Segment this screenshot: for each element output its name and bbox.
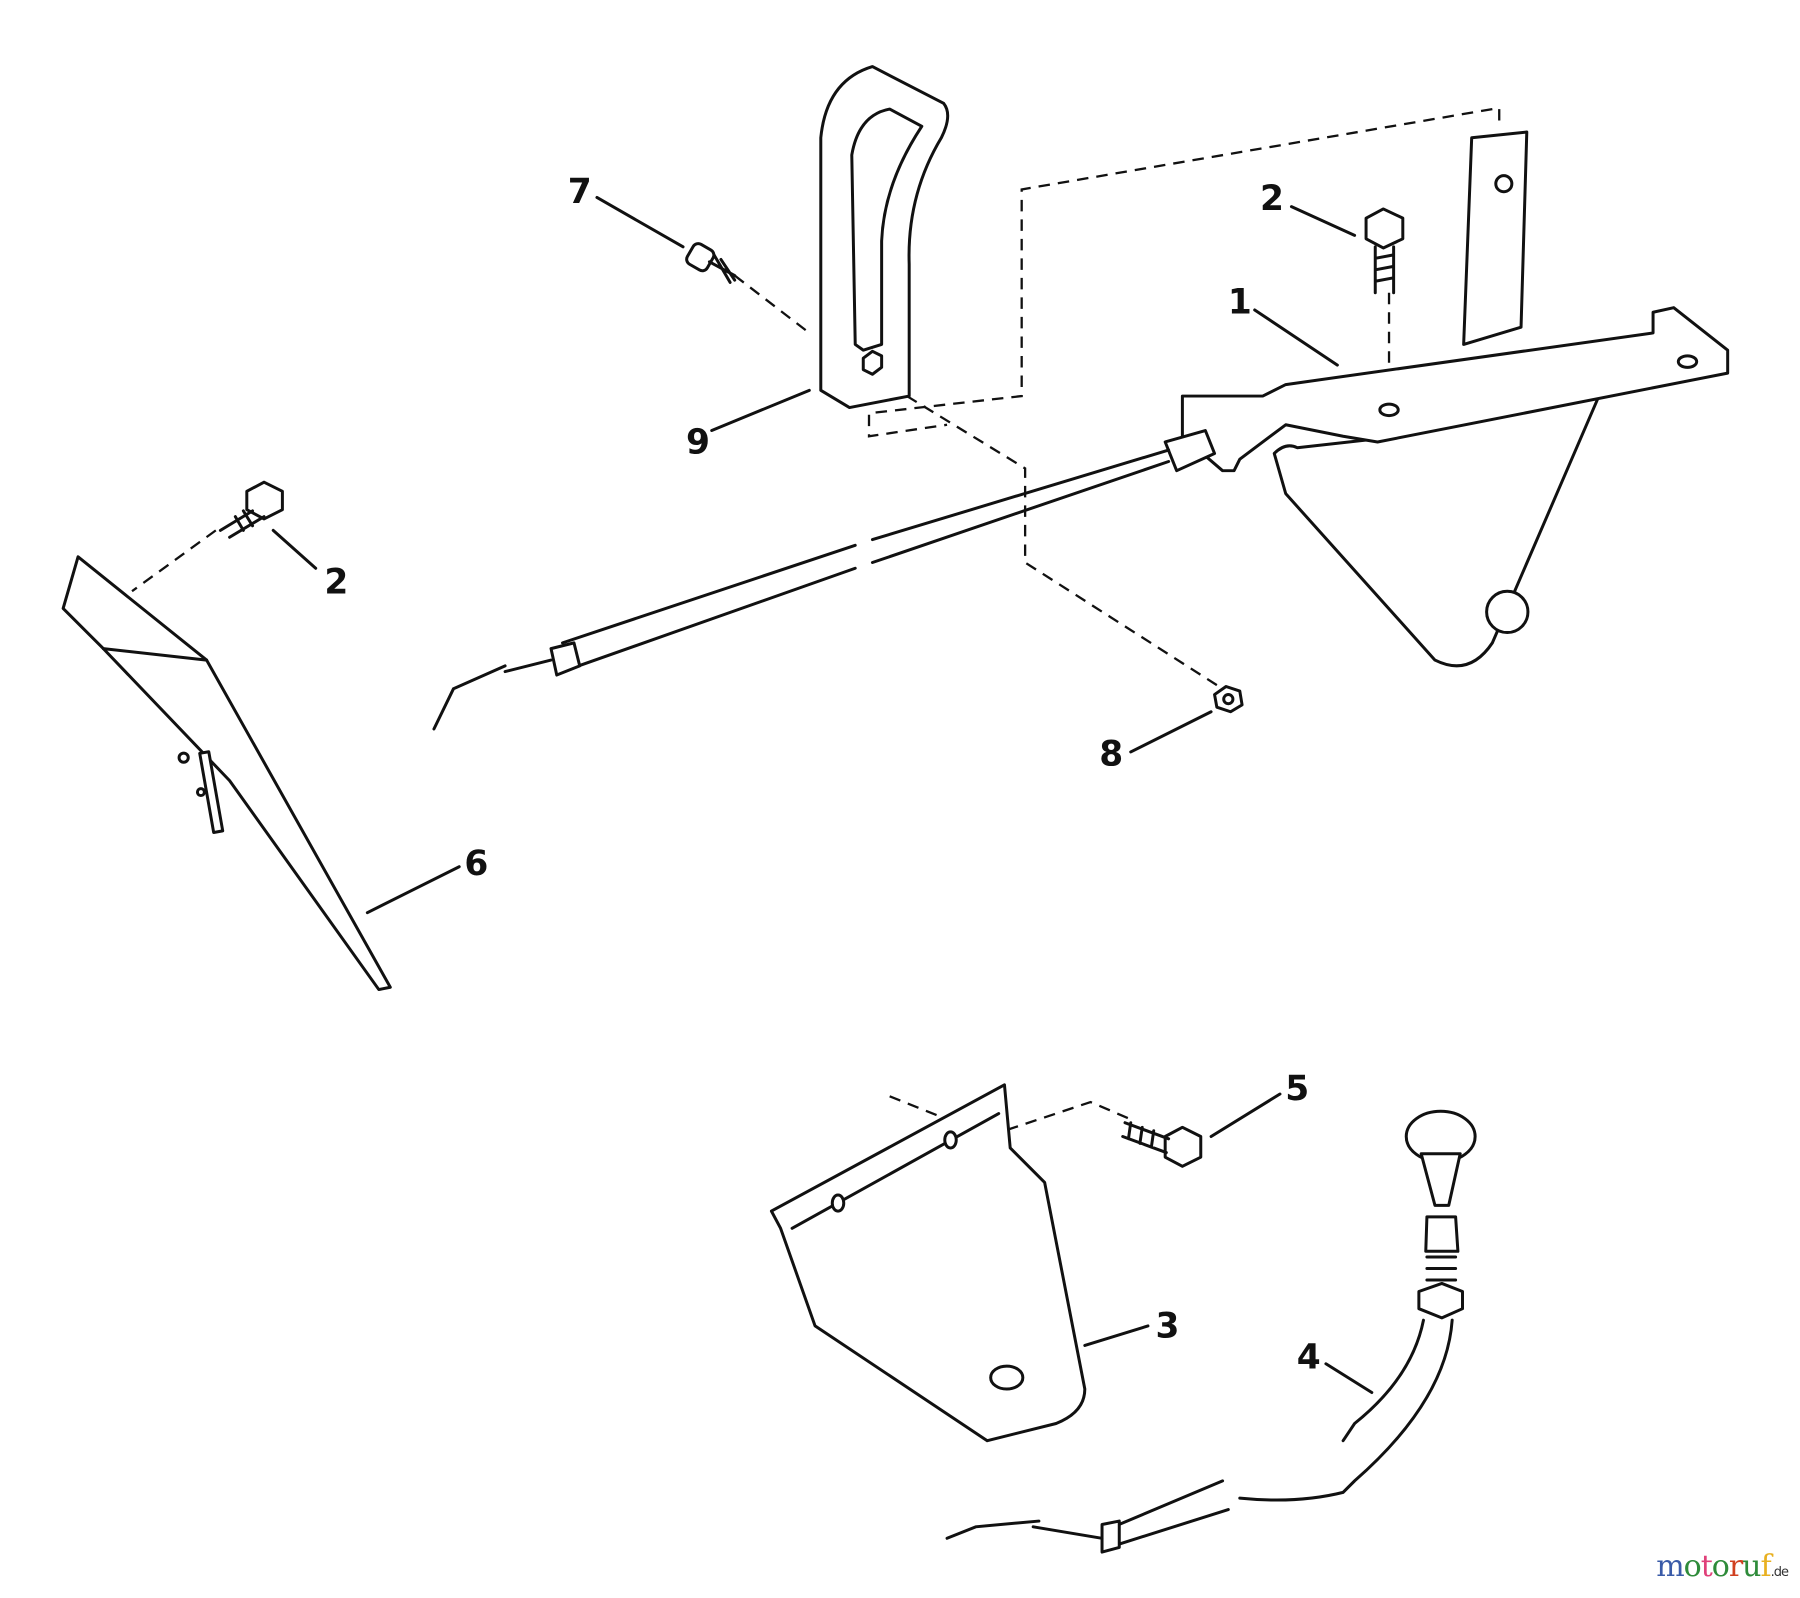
callout-9: 9 — [686, 422, 710, 462]
part-2-bolt-left — [218, 480, 284, 539]
callout-leaders — [271, 195, 1374, 1394]
main-throttle-cable — [432, 429, 1217, 731]
part-5-bolt — [1121, 1121, 1203, 1168]
part-8-nut — [1213, 685, 1244, 714]
part-6-plate — [61, 555, 392, 992]
part-7-screw — [685, 242, 737, 284]
logo-letter: o — [1711, 1549, 1730, 1584]
part-1-bracket — [1180, 130, 1730, 668]
callout-7: 7 — [568, 172, 592, 212]
callout-3: 3 — [1155, 1306, 1179, 1346]
logo-letter: u — [1742, 1549, 1761, 1584]
part-4-choke-cable — [945, 1109, 1477, 1554]
part-9-throttle-lever — [819, 65, 950, 410]
logo-suffix: .de — [1770, 1565, 1789, 1580]
logo-letter: t — [1700, 1549, 1713, 1584]
callout-1: 1 — [1228, 282, 1252, 322]
assembly-dash-lines — [131, 107, 1501, 1144]
callout-6: 6 — [464, 844, 488, 884]
callout-4: 4 — [1297, 1337, 1321, 1377]
callout-2-left: 2 — [324, 563, 348, 603]
callout-8: 8 — [1099, 735, 1123, 775]
callout-2-top: 2 — [1260, 179, 1284, 219]
logo-letter: r — [1728, 1549, 1743, 1584]
callout-5: 5 — [1285, 1069, 1309, 1109]
motoruf-watermark-logo: motoruf.de — [1656, 1549, 1789, 1584]
part-3-bracket — [769, 1083, 1087, 1443]
logo-letter: m — [1656, 1549, 1684, 1584]
logo-letter: o — [1683, 1549, 1702, 1584]
logo-letter: f — [1760, 1549, 1772, 1584]
part-2-bolt-top — [1364, 207, 1405, 295]
